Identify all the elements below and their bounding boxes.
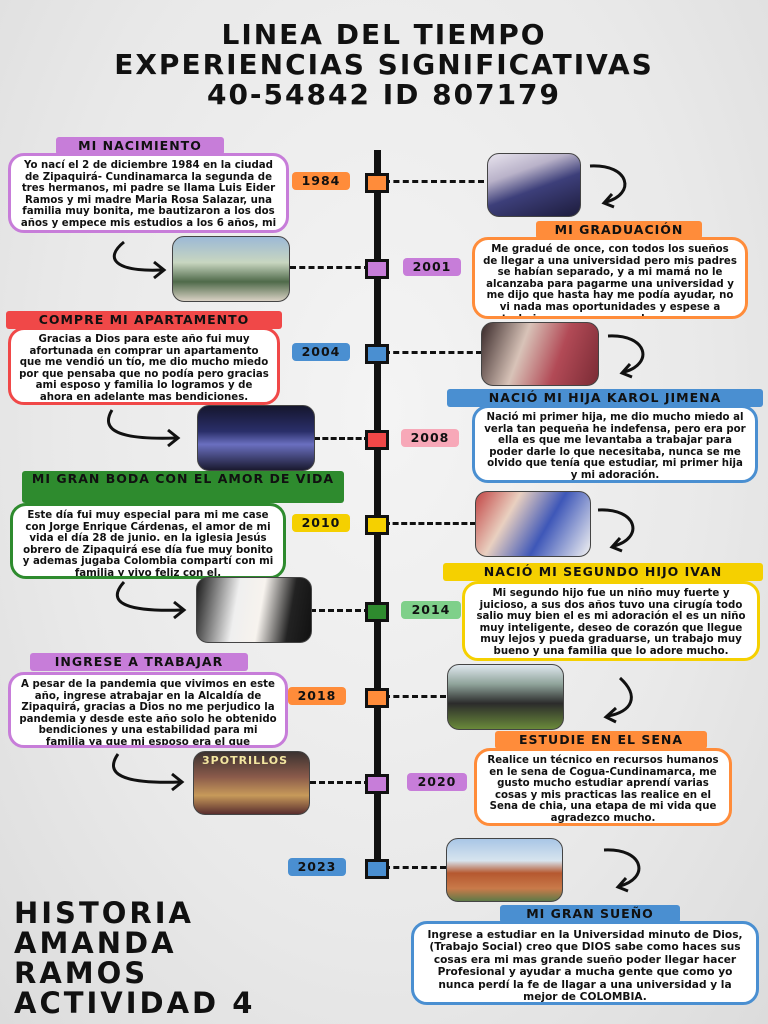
connector-2008 bbox=[314, 437, 370, 440]
footer-line1: HISTORIA bbox=[14, 896, 194, 930]
event-text-2014: Mi segundo hijo fue un niño muy fuerte y… bbox=[462, 581, 760, 661]
connector-2004 bbox=[384, 351, 482, 354]
curved-arrow-icon bbox=[597, 508, 635, 553]
event-text-2008: Nació mi primer hija, me dio mucho miedo… bbox=[472, 405, 758, 483]
year-2014: 2014 bbox=[401, 601, 461, 619]
event-title-2014: NACIÓ MI SEGUNDO HIJO IVAN bbox=[443, 563, 763, 581]
photo-university-2023 bbox=[446, 838, 563, 902]
connector-2001 bbox=[290, 266, 370, 269]
footer-line3: RAMOS bbox=[14, 956, 149, 990]
year-2001: 2001 bbox=[403, 258, 461, 276]
event-text-2018: A pesar de la pandemia que vivimos en es… bbox=[8, 672, 288, 748]
page-title-line1: LINEA DEL TIEMPO bbox=[221, 18, 547, 51]
photo-mother-baby-2004 bbox=[481, 322, 599, 386]
footer-line4: ACTIVIDAD 4 bbox=[14, 986, 256, 1020]
connector-2014 bbox=[310, 609, 370, 612]
curved-arrow-icon bbox=[107, 409, 181, 448]
year-2010: 2010 bbox=[292, 514, 350, 532]
event-title-2023: MI GRAN SUEÑO bbox=[500, 905, 680, 923]
page-title-line2: EXPERIENCIAS SIGNIFICATIVAS bbox=[114, 48, 654, 81]
photo-babies-2010 bbox=[475, 491, 591, 557]
footer-line2: AMANDA bbox=[14, 926, 177, 960]
year-1984: 1984 bbox=[292, 172, 350, 190]
curved-arrow-icon bbox=[115, 580, 187, 620]
timeline-spine bbox=[374, 150, 381, 875]
marker-2014 bbox=[365, 602, 389, 622]
event-text-2001: Me gradué de once, con todos los sueños … bbox=[472, 237, 748, 319]
page-title-line3: 40-54842 ID 807179 bbox=[206, 78, 562, 111]
year-2008: 2008 bbox=[401, 429, 459, 447]
event-text-2023: Ingrese a estudiar en la Universidad min… bbox=[411, 921, 759, 1005]
marker-2004 bbox=[365, 344, 389, 364]
event-text-1984: Yo nací el 2 de diciembre 1984 en la ciu… bbox=[8, 153, 289, 233]
curved-arrow-icon bbox=[607, 334, 645, 379]
event-title-2018: INGRESE A TRABAJAR bbox=[30, 653, 248, 671]
connector-2018 bbox=[384, 695, 446, 698]
connector-1984 bbox=[384, 180, 484, 183]
curved-arrow-icon bbox=[603, 676, 633, 724]
connector-2010 bbox=[384, 522, 476, 525]
event-title-2004: COMPRE MI APARTAMENTO bbox=[6, 311, 282, 329]
marker-2008 bbox=[365, 430, 389, 450]
photo-restaurant-2020: 3POTRILLOS bbox=[193, 751, 310, 815]
event-text-2010: Este día fui muy especial para mi me cas… bbox=[10, 503, 286, 579]
event-title-2001: MI GRADUACIÓN bbox=[536, 221, 702, 239]
year-2020: 2020 bbox=[407, 773, 467, 791]
curved-arrow-icon bbox=[589, 164, 627, 209]
photo-graduation-2001 bbox=[172, 236, 290, 302]
photo-couple-2018 bbox=[447, 664, 564, 730]
event-text-2004: Gracias a Dios para este año fui muy afo… bbox=[8, 327, 280, 405]
connector-2023 bbox=[384, 866, 446, 869]
photo-apartment-2008 bbox=[197, 405, 315, 471]
marker-2018 bbox=[365, 688, 389, 708]
curved-arrow-icon bbox=[112, 753, 185, 792]
year-2004: 2004 bbox=[292, 343, 350, 361]
event-text-2020: Realice un técnico en recursos humanos e… bbox=[474, 748, 732, 826]
year-2023: 2023 bbox=[288, 858, 346, 876]
marker-1984 bbox=[365, 173, 389, 193]
marker-2010 bbox=[365, 515, 389, 535]
marker-2001 bbox=[365, 259, 389, 279]
event-title-1984: MI NACIMIENTO bbox=[56, 137, 224, 155]
restaurant-sign: 3POTRILLOS bbox=[202, 754, 289, 767]
marker-2020 bbox=[365, 774, 389, 794]
photo-wedding-2014 bbox=[196, 577, 312, 643]
curved-arrow-icon bbox=[603, 848, 641, 893]
marker-2023 bbox=[365, 859, 389, 879]
photo-baby-1984 bbox=[487, 153, 581, 217]
connector-2020 bbox=[310, 781, 370, 784]
footer-title: HISTORIA AMANDA RAMOS ACTIVIDAD 4 bbox=[14, 898, 255, 1018]
curved-arrow-icon bbox=[112, 240, 167, 280]
year-2018: 2018 bbox=[288, 687, 346, 705]
event-title-2020: ESTUDIE EN EL SENA bbox=[495, 731, 707, 749]
event-title-2008: NACIÓ MI HIJA KAROL JIMENA bbox=[447, 389, 763, 407]
event-title-2010: MI GRAN BODA CON EL AMOR DE VIDA bbox=[22, 471, 344, 503]
